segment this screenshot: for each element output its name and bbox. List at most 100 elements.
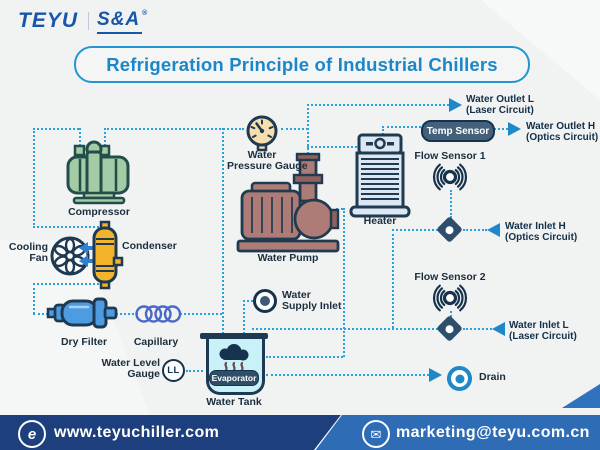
flow-sensor-1-label: Flow Sensor 1 (414, 150, 486, 162)
valve-diamond-upper (436, 216, 463, 243)
valve-port (443, 223, 456, 236)
water-outlet-l-line2: (Laser Circuit) (466, 105, 534, 116)
water-pressure-gauge-label-line1: Water (247, 149, 277, 161)
cooling-fan-icon (50, 236, 90, 276)
pipe-line (33, 226, 99, 228)
water-level-gauge-label: Water Level Gauge (88, 358, 160, 380)
globe-icon-letter: e (27, 425, 37, 443)
water-level-gauge-label-line2: Gauge (127, 368, 160, 380)
inlet-dot (260, 296, 270, 306)
water-level-gauge-label-line1: Water Level (101, 357, 160, 369)
compressor-label: Compressor (68, 206, 130, 218)
page-title: Refrigeration Principle of Industrial Ch… (74, 46, 530, 83)
pipe-line (392, 229, 438, 231)
water-level-gauge-icon: LL (162, 359, 185, 382)
airflow-arrows-icon (79, 242, 97, 267)
pipe-line (266, 356, 343, 358)
condenser-label: Condenser (122, 240, 177, 252)
water-tank-lid (200, 333, 268, 339)
pipe-line (450, 190, 452, 218)
pipe-line (252, 328, 438, 330)
heater-label: Heater (363, 215, 397, 227)
water-outlet-h-line2: (Optics Circuit) (526, 132, 599, 143)
water-pressure-gauge-label-line2: Pressure Gauge (227, 160, 308, 172)
arrow-water-inlet-h (487, 223, 500, 237)
flow-sensor-2-icon (433, 284, 467, 312)
water-tank-label: Water Tank (206, 396, 262, 408)
pipe-line (307, 104, 449, 106)
water-outlet-h-line1: Water Outlet H (526, 121, 596, 132)
pipe-line (450, 311, 452, 317)
pipe-line (243, 300, 253, 302)
pipe-line (33, 283, 103, 285)
deco-blue-wedge (562, 384, 600, 408)
pipe-line (79, 128, 81, 146)
water-inlet-l-line2: (Laser Circuit) (509, 331, 577, 342)
pipe-line (104, 128, 106, 146)
water-pump-icon (236, 152, 340, 253)
pipe-line (104, 128, 244, 130)
brand-logo: TEYU S&A ® (18, 9, 147, 34)
drain-label: Drain (479, 371, 506, 383)
cooling-fan-label-line1: Cooling (8, 241, 48, 253)
pipe-line (491, 128, 508, 130)
pipe-line (382, 126, 384, 135)
arrow-water-outlet-l (449, 98, 462, 112)
drain-dot (455, 374, 464, 383)
email-icon-glyph: ✉ (370, 426, 382, 442)
valve-port (443, 322, 456, 335)
water-inlet-l-label: Water Inlet L (Laser Circuit) (509, 320, 577, 342)
water-outlet-l-line1: Water Outlet L (466, 94, 534, 105)
logo-divider (88, 12, 90, 30)
globe-icon: e (18, 420, 46, 448)
pipe-line (382, 126, 421, 128)
temp-sensor-badge: Temp Sensor (421, 120, 495, 142)
water-supply-inlet-label: Water Supply Inlet (282, 290, 342, 312)
cooling-fan-label: Cooling Fan (4, 242, 48, 264)
pipe-line (307, 104, 309, 158)
pipe-line (463, 328, 492, 330)
registered-mark: ® (142, 10, 148, 17)
water-supply-inlet-icon (253, 289, 277, 313)
pipe-line (186, 370, 203, 372)
footer-email: marketing@teyu.com.cn (396, 424, 590, 441)
condenser-icon (92, 220, 124, 290)
water-supply-inlet-label-line1: Water (282, 289, 311, 301)
teyu-logo: TEYU (18, 9, 79, 32)
evaporation-cloud-icon (219, 344, 249, 372)
water-inlet-l-line1: Water Inlet L (509, 320, 569, 331)
pipe-line (281, 128, 308, 130)
arrow-drain (429, 368, 442, 382)
drain-icon (447, 366, 472, 391)
pipe-line (116, 313, 138, 315)
water-pressure-gauge-label: Water Pressure Gauge (227, 149, 308, 172)
water-inlet-h-line1: Water Inlet H (505, 221, 566, 232)
cooling-fan-label-line2: Fan (29, 252, 48, 264)
pipe-line (33, 283, 35, 314)
pipe-line (463, 229, 487, 231)
pipe-line (222, 128, 224, 334)
pipe-line (266, 374, 429, 376)
pipe-line (33, 313, 48, 315)
footer-website-section (0, 415, 341, 450)
water-pressure-gauge-icon (246, 115, 278, 152)
capillary-label: Capillary (133, 336, 179, 348)
pipe-line (343, 208, 345, 357)
pipe-line (33, 128, 79, 130)
water-outlet-l-label: Water Outlet L (Laser Circuit) (466, 94, 534, 116)
pipe-line (307, 146, 357, 148)
compressor-icon (66, 140, 130, 205)
arrow-water-outlet-h (508, 122, 521, 136)
capillary-icon (135, 305, 182, 323)
water-inlet-h-label: Water Inlet H (Optics Circuit) (505, 221, 577, 243)
heater-icon (349, 133, 411, 218)
dry-filter-label: Dry Filter (60, 336, 108, 348)
water-pump-label: Water Pump (257, 252, 319, 264)
evaporator-badge: Evaporator (209, 370, 259, 386)
water-supply-inlet-label-line2: Supply Inlet (282, 300, 342, 312)
flow-sensor-2-label: Flow Sensor 2 (414, 271, 486, 283)
footer-website: www.teyuchiller.com (54, 424, 220, 441)
pipe-line (392, 229, 394, 328)
flow-sensor-1-icon (433, 163, 467, 191)
